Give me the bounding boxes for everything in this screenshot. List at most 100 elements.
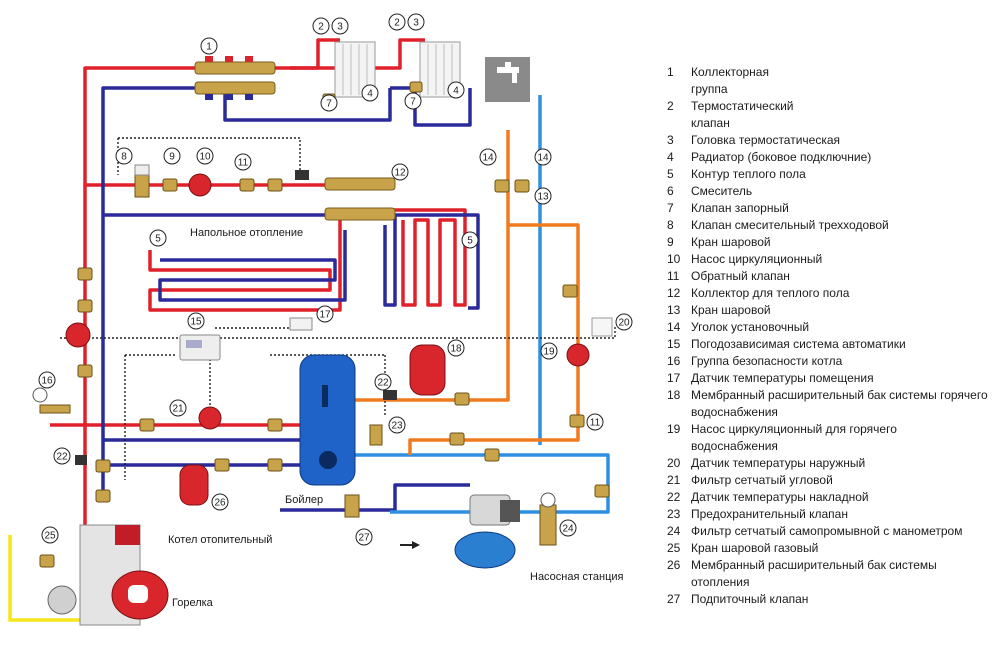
expansion-tank-dhw [409, 344, 446, 396]
callout-c14b: 14 [534, 148, 552, 166]
circulation-pump-floor [188, 173, 212, 197]
legend-number: 6 [667, 184, 674, 198]
callout-c25: 25 [41, 526, 59, 544]
callout-number: 7 [326, 99, 332, 110]
legend-item: 25 Кран шаровой газовый [667, 540, 1002, 557]
callout-number: 11 [238, 158, 249, 169]
dhw-pipes [355, 130, 580, 455]
return-pipes [101, 86, 480, 512]
legend-text: Коллектор для теплого пола [691, 286, 850, 300]
room-temp-sensor [289, 317, 313, 331]
makeup-valve [344, 494, 360, 518]
callout-number: 12 [394, 168, 406, 179]
legend-text: Коллекторная группа [691, 65, 769, 96]
callout-number: 23 [391, 421, 403, 432]
legend-text: Кран шаровой [691, 303, 771, 317]
legend-text: Группа безопасности котла [691, 354, 843, 368]
legend-item: 2 Термостатический клапан [667, 98, 1002, 132]
burner [111, 570, 169, 620]
legend-text: Фильтр сетчатый угловой [691, 473, 833, 487]
callout-c11b: 11 [586, 413, 604, 431]
circulation-pump-boiler [198, 406, 222, 430]
legend-number: 1 [667, 65, 674, 79]
callout-c11a: 11 [234, 153, 252, 171]
callout-number: 18 [450, 344, 462, 355]
label-pump-station: Насосная станция [530, 571, 624, 583]
label-heating-boiler: Котел отопительный [168, 534, 272, 546]
legend-text: Термостатический клапан [691, 99, 794, 130]
legend-number: 25 [667, 541, 681, 555]
callout-c14a: 14 [479, 148, 497, 166]
callout-number: 14 [537, 153, 549, 164]
legend-number: 23 [667, 507, 681, 521]
legend-text: Фильтр сетчатый самопромывной с манометр… [691, 524, 963, 538]
callout-c9: 9 [163, 147, 181, 165]
callout-number: 19 [543, 347, 555, 358]
legend-text: Насос циркуляционный для горячего водосн… [691, 422, 897, 453]
legend-text: Мембранный расширительный бак системы го… [691, 388, 988, 419]
callout-c12: 12 [391, 163, 409, 181]
clamp-sensor-main [75, 455, 87, 465]
legend-number: 19 [667, 422, 681, 436]
callout-number: 20 [618, 318, 630, 329]
clamp-sensor-floor [295, 170, 309, 180]
label-boiler: Бойлер [285, 494, 323, 506]
faucet-icon [485, 57, 530, 102]
callout-c22b: 22 [53, 447, 71, 465]
callout-number: 26 [214, 498, 226, 509]
legend-text: Предохранительный клапан [691, 507, 848, 521]
legend-item: 1 Коллекторная группа [667, 64, 1002, 98]
pump-station [454, 494, 520, 569]
legend-item: 9 Кран шаровой [667, 234, 1002, 251]
callout-c5a: 5 [149, 229, 167, 247]
callout-c8: 8 [115, 147, 133, 165]
legend-number: 9 [667, 235, 674, 249]
legend-number: 11 [667, 269, 680, 283]
outdoor-temp-sensor [591, 317, 613, 337]
callout-number: 5 [467, 236, 473, 247]
collector-group [194, 56, 276, 100]
callout-number: 22 [377, 378, 389, 389]
legend-text: Датчик температуры накладной [691, 490, 869, 504]
legend-text: Кран шаровой [691, 235, 771, 249]
legend-item: 19 Насос циркуляционный для горячего водо… [667, 421, 1002, 455]
legend-text: Головка термостатическая [691, 133, 841, 147]
legend-number: 16 [667, 354, 681, 368]
callout-number: 15 [190, 317, 202, 328]
callout-c18: 18 [447, 339, 465, 357]
callout-number: 3 [337, 22, 343, 33]
callout-c2a: 2 [312, 17, 330, 35]
legend: 1 Коллекторная группа 2 Термостатический кл… [667, 64, 1002, 608]
legend-text: Радиатор (боковое подключние) [691, 150, 872, 164]
legend-text: Кран шаровой газовый [691, 541, 819, 555]
self-cleaning-filter [539, 492, 557, 546]
callout-c26: 26 [211, 493, 229, 511]
callout-c13: 13 [534, 187, 552, 205]
callout-c24: 24 [559, 519, 577, 537]
legend-number: 13 [667, 303, 681, 317]
callout-c7b: 7 [404, 92, 422, 110]
legend-number: 18 [667, 388, 681, 402]
legend-text: Смеситель [691, 184, 753, 198]
callout-c1: 1 [200, 37, 218, 55]
legend-number: 2 [667, 99, 674, 113]
callout-number: 9 [169, 152, 175, 163]
callout-number: 11 [590, 418, 601, 429]
legend-number: 17 [667, 371, 681, 385]
legend-text: Обратный клапан [691, 269, 790, 283]
callout-number: 25 [44, 531, 56, 542]
callout-c22a: 22 [374, 373, 392, 391]
legend-number: 15 [667, 337, 681, 351]
circulation-pump-main [65, 322, 91, 348]
callout-c27: 27 [355, 528, 373, 546]
